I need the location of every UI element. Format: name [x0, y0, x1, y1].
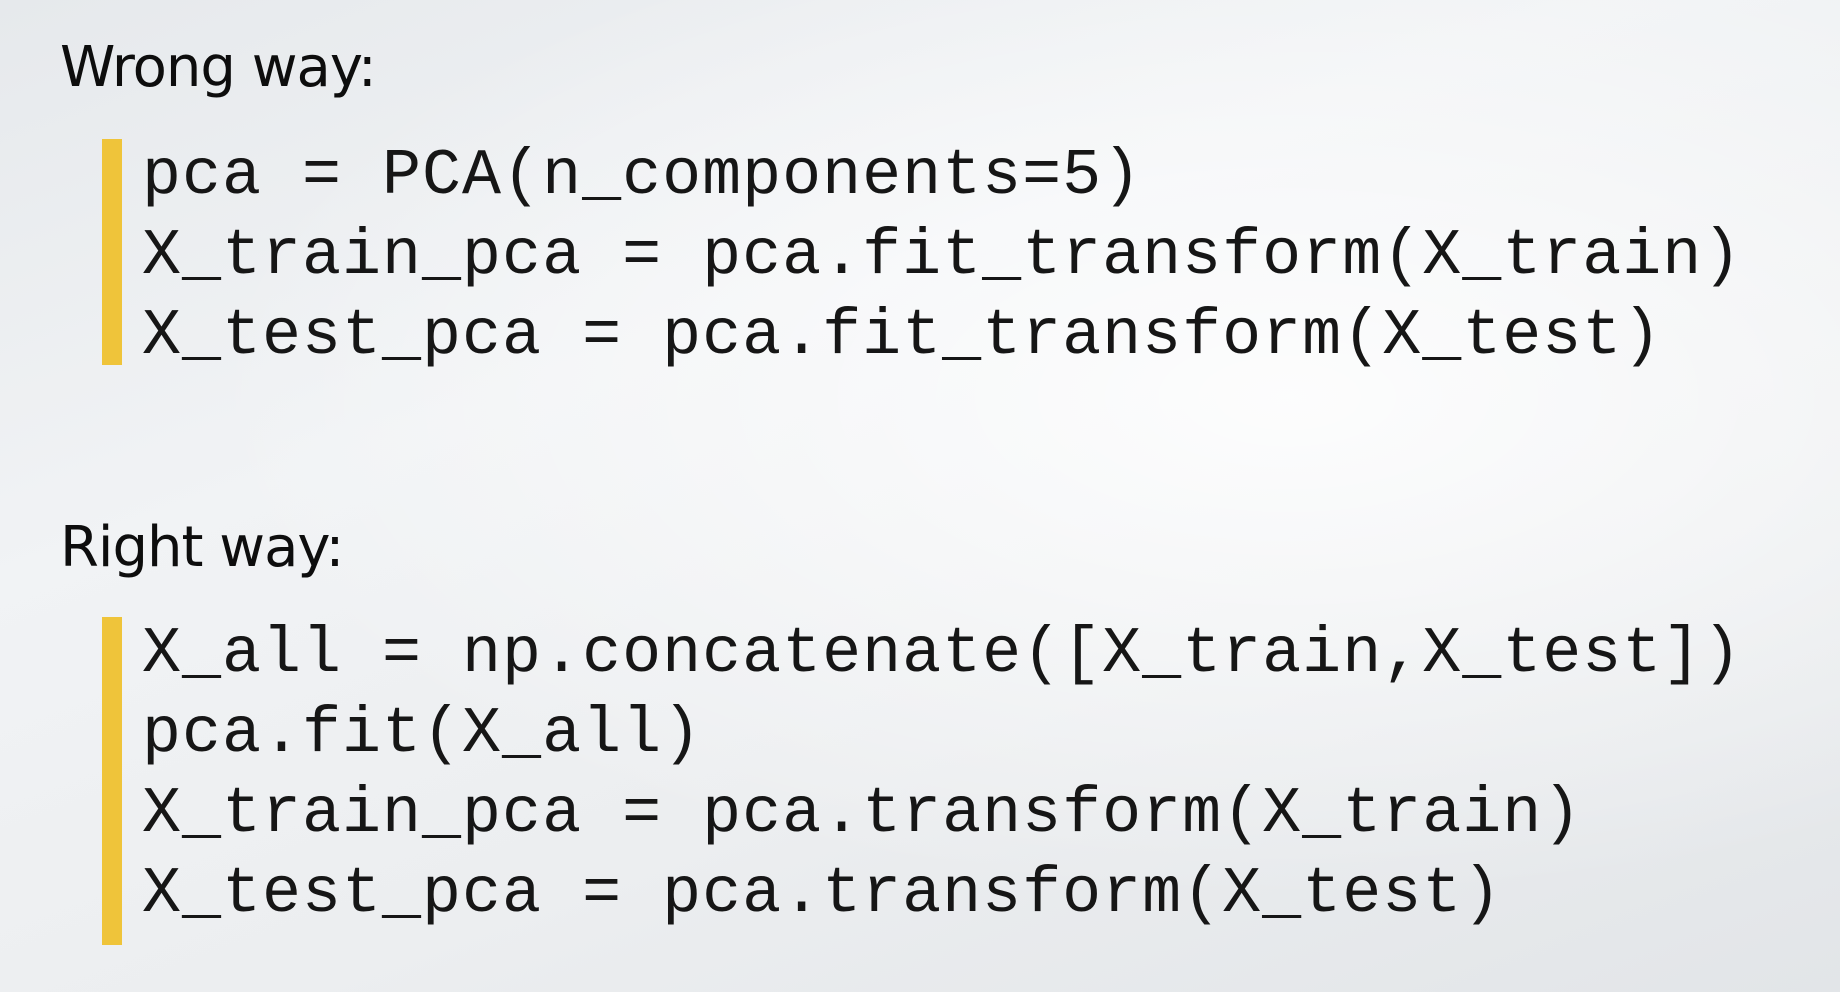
wrong-way-heading: Wrong way:: [60, 35, 377, 100]
code-line: X_train_pca = pca.fit_transform(X_train): [142, 219, 1743, 293]
code-line: X_train_pca = pca.transform(X_train): [142, 777, 1583, 851]
wrong-way-code-block: pca = PCA(n_components=5) X_train_pca = …: [102, 136, 1742, 376]
right-way-heading: Right way:: [60, 515, 344, 580]
code-line: pca.fit(X_all): [142, 697, 703, 771]
right-way-accent-bar: [102, 617, 122, 945]
code-line: X_test_pca = pca.fit_transform(X_test): [142, 299, 1663, 373]
code-line: X_all = np.concatenate([X_train,X_test]): [142, 617, 1743, 691]
wrong-way-accent-bar: [102, 139, 122, 365]
code-line: X_test_pca = pca.transform(X_test): [142, 857, 1503, 931]
code-line: pca = PCA(n_components=5): [142, 139, 1143, 213]
right-way-code-block: X_all = np.concatenate([X_train,X_test])…: [102, 614, 1743, 945]
